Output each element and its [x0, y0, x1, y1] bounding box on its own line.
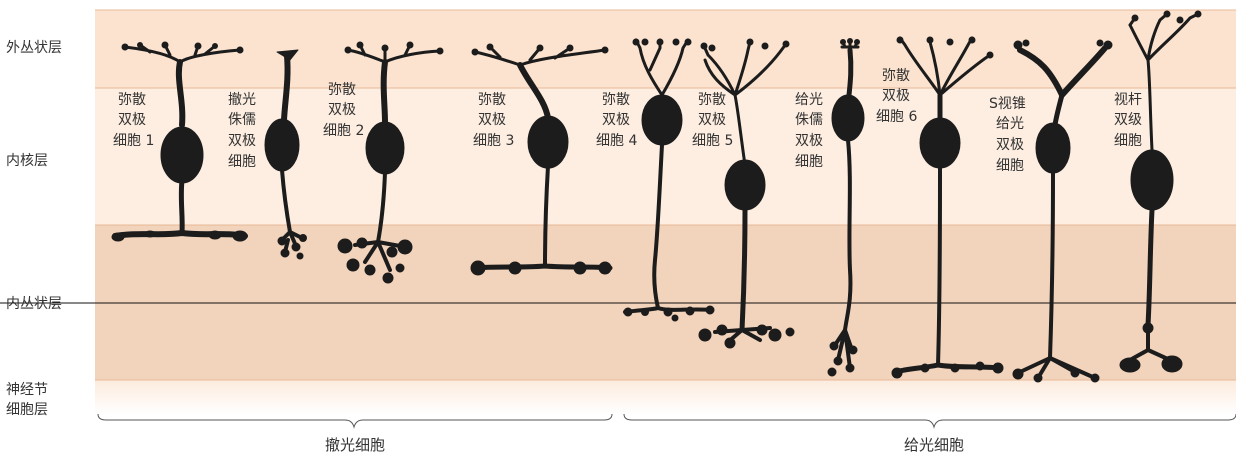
- cell-5-line-1: 弥散: [602, 91, 630, 108]
- cell-8-line-1: 弥散: [882, 67, 910, 84]
- layer-label-gcl-1: 神经节: [6, 382, 48, 398]
- cell-9-line-3: 双极: [996, 137, 1024, 153]
- cell-1-line-3: 细胞 1: [113, 133, 154, 149]
- cell-label-3: 弥散 双极 细胞 2: [323, 81, 364, 139]
- cell-4-line-2: 双极: [478, 112, 506, 128]
- off-cells-bracket: [97, 413, 613, 429]
- cell-9-line-1: S视锥: [989, 96, 1026, 112]
- cell-label-2: 撤光 侏儒 双极 细胞: [228, 92, 256, 170]
- cell-label-4: 弥散 双极 细胞 3: [473, 91, 514, 149]
- cell-6-line-2: 双极: [698, 112, 726, 128]
- ganglion-cell-band: [95, 380, 1236, 415]
- off-cells-label: 撤光细胞: [325, 436, 385, 454]
- cell-6-line-3: 细胞 5: [692, 133, 733, 149]
- cell-label-1: 弥散 双极 细胞 1: [113, 91, 154, 149]
- cell-10-line-2: 双级: [1114, 112, 1142, 128]
- cell-8-line-2: 双极: [882, 88, 910, 104]
- layer-label-opl: 外丛状层: [6, 40, 62, 56]
- cell-label-7: 给光 侏儒 双极 细胞: [795, 92, 823, 170]
- cell-6-line-1: 弥散: [698, 91, 726, 108]
- cell-10-line-1: 视杆: [1114, 92, 1142, 108]
- diffuse-bipolar-cell-1: [111, 41, 248, 242]
- outer-plexiform-band: [95, 10, 1236, 88]
- cell-10-line-3: 细胞: [1114, 133, 1142, 149]
- cell-4-line-1: 弥散: [478, 91, 506, 108]
- cell-4-line-3: 细胞 3: [473, 133, 514, 149]
- cell-3-line-2: 双极: [328, 102, 356, 118]
- cell-7-line-1: 给光: [795, 92, 823, 108]
- cell-8-line-3: 细胞 6: [876, 109, 917, 125]
- diffuse-bipolar-cell-6: [891, 36, 1004, 379]
- cell-label-8: 弥散 双极 细胞 6: [876, 67, 917, 125]
- cell-1-line-2: 双极: [118, 112, 146, 128]
- diffuse-bipolar-cell-2: [337, 41, 444, 284]
- cell-7-line-3: 双极: [795, 133, 823, 149]
- on-midget-bipolar-cell: [827, 38, 865, 377]
- s-cone-on-bipolar-cell: [1012, 39, 1113, 383]
- cell-5-line-2: 双极: [602, 112, 630, 128]
- cell-9-line-2: 给光: [996, 116, 1024, 132]
- diffuse-bipolar-cell-5: [698, 38, 795, 349]
- cell-label-6: 弥散 双极 细胞 5: [692, 91, 733, 149]
- cell-labels: 弥散 双极 细胞 1 撤光 侏儒 双极 细胞 弥散 双极 细胞 2 弥散 双极 …: [113, 67, 1142, 174]
- cell-label-9: S视锥 给光 双极 细胞: [989, 96, 1026, 174]
- layer-labels: 外丛状层 内核层 内丛状层 神经节 细胞层: [6, 40, 62, 418]
- cell-7-line-2: 侏儒: [795, 112, 823, 128]
- off-midget-bipolar-cell: [264, 49, 307, 260]
- cell-2-line-2: 侏儒: [228, 112, 256, 128]
- cell-2-line-4: 细胞: [228, 154, 256, 170]
- cell-9-line-4: 细胞: [996, 158, 1024, 174]
- diffuse-bipolar-cell-3: [470, 43, 613, 276]
- cell-1-line-1: 弥散: [118, 91, 146, 108]
- cell-7-line-4: 细胞: [795, 154, 823, 170]
- cell-5-line-3: 细胞 4: [596, 133, 637, 149]
- cell-2-line-3: 双极: [228, 133, 256, 149]
- cell-label-5: 弥散 双极 细胞 4: [596, 91, 637, 149]
- cell-2-line-1: 撤光: [228, 92, 256, 108]
- cell-3-line-1: 弥散: [328, 81, 356, 98]
- cell-label-10: 视杆 双级 细胞: [1114, 92, 1142, 149]
- group-brackets: [97, 413, 1236, 429]
- layer-label-inl: 内核层: [6, 153, 48, 169]
- cell-3-line-3: 细胞 2: [323, 123, 364, 139]
- layer-label-gcl-2: 细胞层: [6, 402, 48, 418]
- rod-bipolar-cell: [1119, 10, 1202, 373]
- diffuse-bipolar-cell-4: [623, 38, 715, 322]
- on-cells-bracket: [623, 413, 1236, 429]
- on-cells-label: 给光细胞: [904, 436, 964, 454]
- layer-label-ipl: 内丛状层: [6, 296, 62, 312]
